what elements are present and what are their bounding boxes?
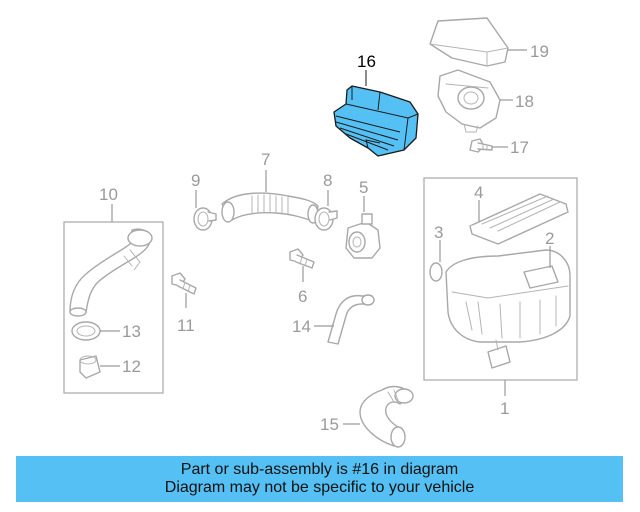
callout-14: 14 <box>292 317 311 336</box>
part-14-drawing <box>314 294 375 345</box>
callout-10: 10 <box>99 185 118 204</box>
part-6-drawing <box>289 248 315 282</box>
callout-15: 15 <box>320 415 339 434</box>
part-17-drawing <box>469 138 508 153</box>
part-1-group <box>423 177 578 396</box>
callout-17: 17 <box>510 138 529 157</box>
part-5-drawing <box>345 196 381 259</box>
callout-4: 4 <box>474 183 483 202</box>
callout-11: 11 <box>177 316 195 335</box>
callout-7: 7 <box>261 150 270 169</box>
part-12-drawing <box>79 355 120 379</box>
banner-line-disclaimer: Diagram may not be specific to your vehi… <box>164 479 475 496</box>
banner-line-part: Part or sub-assembly is #16 in diagram <box>180 461 459 478</box>
part-7-drawing <box>221 170 319 224</box>
callout-6: 6 <box>298 287 307 306</box>
parts-diagram: 19 18 17 16 7 <box>63 17 578 448</box>
info-banner: Part or sub-assembly is #16 in diagram D… <box>16 456 623 502</box>
part-13-drawing <box>71 321 120 341</box>
callout-1: 1 <box>500 399 509 418</box>
callout-2: 2 <box>545 229 554 248</box>
part-18-drawing <box>437 69 513 133</box>
callout-9: 9 <box>191 171 200 190</box>
callout-16: 16 <box>357 52 376 71</box>
callout-13: 13 <box>122 322 141 341</box>
callout-8: 8 <box>323 171 332 190</box>
callout-12: 12 <box>122 357 141 376</box>
part-16-drawing <box>333 85 419 157</box>
part-19-drawing <box>429 17 527 67</box>
part-15-drawing <box>343 385 414 448</box>
callout-3: 3 <box>434 223 443 242</box>
callout-5: 5 <box>359 178 368 197</box>
callout-19: 19 <box>530 42 549 61</box>
part-9-drawing <box>193 190 217 231</box>
part-8-drawing <box>314 190 338 231</box>
callout-18: 18 <box>515 92 534 111</box>
part-10-group <box>63 204 164 394</box>
part-11-drawing <box>171 272 197 308</box>
